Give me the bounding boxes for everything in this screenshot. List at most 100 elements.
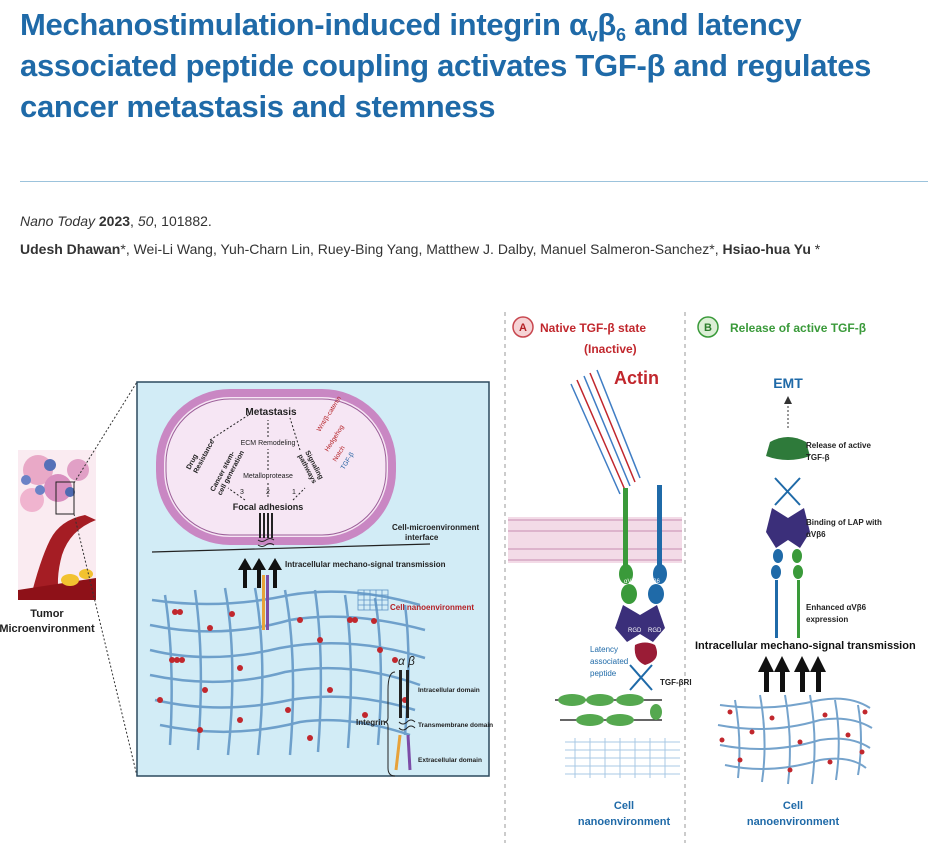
title-part-2: and latency associated peptide coupling … — [20, 7, 872, 124]
paper-title: Mechanostimulation-induced integrin αvβ6… — [20, 4, 920, 127]
panel-b-nanoenvironment-label: nanoenvironment — [747, 816, 840, 828]
author-list: Udesh Dhawan*, Wei-Li Wang, Yuh-Charn Li… — [20, 241, 820, 257]
interface-label-1: Cell-microenvironment — [392, 523, 479, 532]
citation-year: 2023 — [98, 213, 131, 229]
title-divider — [20, 181, 928, 182]
b6-label: β6 — [653, 579, 660, 585]
author-separator: , — [532, 241, 541, 257]
panel-b-dots — [719, 709, 868, 773]
release-label-2: TGF-β — [806, 453, 830, 462]
panel-a-integrin — [619, 485, 667, 604]
binding-label-1: Binding of LAP with — [806, 518, 882, 527]
mechano-signal-arrows — [238, 558, 282, 588]
author-name[interactable]: Ruey-Bing Yang — [317, 241, 419, 257]
enhanced-label-2: expression — [806, 615, 848, 624]
lap-label-1: Latency — [590, 645, 618, 654]
author-name[interactable]: Wei-Li Wang — [133, 241, 213, 257]
title-subscript-6: 6 — [616, 25, 626, 45]
panel-a-title-line-2: (Inactive) — [584, 342, 637, 356]
author-name[interactable]: Udesh Dhawan — [20, 241, 121, 257]
corresponding-author-marker: * — [709, 241, 715, 257]
pathway-number-3: 3 — [240, 489, 244, 496]
focal-adhesions-label: Focal adhesions — [233, 502, 304, 512]
interface-label-2: interface — [405, 533, 439, 542]
cell-nanoenvironment-label-left: Cell nanoenvironment — [390, 603, 474, 612]
microenvironment-label: Microenvironment — [0, 623, 95, 635]
author-separator: , — [125, 241, 134, 257]
integrin-label: Integrin — [356, 718, 385, 727]
citation-volume: 50 — [137, 213, 154, 229]
lap-tether — [629, 664, 653, 691]
nanoenvironment-legend-dot — [371, 618, 377, 624]
emt-label: EMT — [773, 375, 803, 391]
author-name[interactable]: Yuh-Charn Lin — [220, 241, 310, 257]
pathway-number-1: 1 — [292, 489, 296, 496]
integrin-stalk — [262, 575, 269, 630]
panel-a-title-line-1: Native TGF-β state — [540, 321, 646, 335]
integrin-legend-illustration — [394, 670, 416, 771]
panel-a-badge — [512, 316, 534, 338]
tumor-tissue-illustration — [18, 450, 96, 600]
author-name[interactable]: Hsiao-hua Yu — [722, 241, 811, 257]
cell-membrane — [156, 389, 396, 545]
author-separator: , — [212, 241, 221, 257]
actin-label: Actin — [614, 368, 659, 388]
panel-b-lap-tether — [774, 477, 801, 506]
mechano-signal-label-left: Intracellular mechano-signal transmissio… — [285, 560, 446, 569]
author-name[interactable]: Matthew J. Dalby — [426, 241, 533, 257]
release-label-1: Release of active — [806, 441, 871, 450]
beta-label: β — [407, 654, 415, 668]
title-part-1: Mechanostimulation-induced integrin α — [20, 7, 588, 42]
zoom-line-top — [73, 381, 138, 484]
alpha-label: α — [398, 654, 406, 668]
intracellular-domain-label: Intracellular domain — [418, 687, 480, 694]
author-separator: , — [418, 241, 427, 257]
title-beta: β — [597, 7, 617, 42]
corresponding-author-marker: * — [120, 241, 126, 257]
panel-a-badge-letter: A — [519, 322, 527, 334]
mechano-signal-label-right: Intracellular mechano-signal transmissio… — [695, 640, 916, 652]
latency-associated-peptide — [615, 605, 665, 665]
corresponding-author-marker: * — [810, 241, 821, 257]
av-label: αV — [624, 579, 631, 585]
panel-a-membrane — [508, 517, 682, 563]
citation-article: 101882. — [161, 213, 212, 229]
lap-label-3: peptide — [590, 669, 617, 678]
panel-a-mesh — [565, 738, 680, 778]
title-subscript-v: v — [587, 25, 598, 45]
panel-b-badge-letter: B — [704, 322, 712, 334]
panel-b-title: Release of active TGF-β — [730, 321, 866, 335]
panel-a-cell-label: Cell — [614, 800, 634, 812]
emt-arrowhead — [784, 396, 792, 404]
author-separator: , — [714, 241, 723, 257]
cell-microenvironment-interface-line — [151, 543, 431, 553]
journal-name: Nano Today — [20, 213, 95, 229]
panel-b-cell-label: Cell — [783, 800, 803, 812]
nanoenvironment-dots — [157, 609, 408, 741]
panel-b-mechano-arrows — [758, 656, 826, 692]
panel-b-lap — [766, 508, 810, 548]
focal-adhesion-integrin-bundle — [257, 513, 275, 547]
tumor-label: Tumor — [30, 608, 64, 620]
metalloprotease-label: Metalloprotease — [243, 473, 293, 480]
citation: Nano Today 2023, 50, 101882. — [20, 213, 212, 229]
active-tgfb — [766, 437, 810, 460]
metastasis-label: Metastasis — [245, 407, 297, 418]
actin-filaments — [570, 369, 641, 495]
ecm-remodeling-label: ECM Remodeling — [241, 440, 296, 447]
pathway-number-2: 2 — [266, 489, 270, 496]
panel-b-mesh — [717, 694, 873, 785]
panel-b-integrin — [771, 549, 803, 638]
rgd-label-2: RGD — [648, 628, 662, 634]
integrin-brace — [383, 671, 396, 777]
binding-label-2: αVβ6 — [806, 530, 826, 539]
nanoenvironment-legend-mesh — [357, 589, 389, 611]
fibronectin-chain — [555, 694, 662, 726]
author-separator: , — [310, 241, 318, 257]
author-name[interactable]: Manuel Salmeron-Sanchez — [540, 241, 710, 257]
panel-b-badge — [697, 316, 719, 338]
panel-a-nanoenvironment-label: nanoenvironment — [578, 816, 671, 828]
tgfbri-label: TGF-βRI — [660, 678, 692, 687]
enhanced-label-1: Enhanced αVβ6 — [806, 603, 867, 612]
